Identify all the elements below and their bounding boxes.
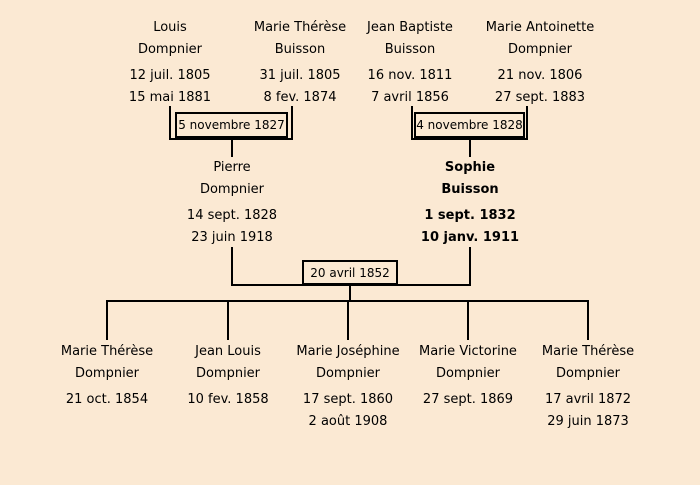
birth-date: 21 nov. 1806 <box>497 68 583 83</box>
person-card-marie-victorine-dompnier[interactable]: Marie Victorine Dompnier 27 sept. 1869 <box>403 341 533 411</box>
connector-line <box>587 302 589 340</box>
marriage-date-box: 4 novembre 1828 <box>414 112 525 138</box>
person-surname: Dompnier <box>195 366 261 381</box>
person-surname: Dompnier <box>507 42 573 57</box>
person-card-jean-baptiste-buisson[interactable]: Jean Baptiste Buisson 16 nov. 1811 7 avr… <box>345 17 475 109</box>
marriage-date: 4 novembre 1828 <box>416 118 523 132</box>
birth-date: 27 sept. 1869 <box>422 392 514 407</box>
person-surname: Buisson <box>274 42 326 57</box>
connector-line <box>106 302 108 340</box>
person-surname: Dompnier <box>199 182 265 197</box>
person-card-marie-therese-buisson[interactable]: Marie Thérèse Buisson 31 juil. 1805 8 fe… <box>235 17 365 109</box>
connector-line <box>169 138 293 140</box>
connector-line <box>291 106 293 140</box>
person-dates: 17 sept. 1860 2 août 1908 <box>283 389 413 433</box>
person-given-name: Louis <box>153 20 187 35</box>
death-date: 8 fev. 1874 <box>263 90 337 105</box>
person-given-name: Marie Joséphine <box>296 344 400 359</box>
person-dates: 12 juil. 1805 15 mai 1881 <box>105 65 235 109</box>
birth-date: 14 sept. 1828 <box>186 208 278 223</box>
birth-date: 12 juil. 1805 <box>129 68 211 83</box>
person-card-marie-antoinette-dompnier[interactable]: Marie Antoinette Dompnier 21 nov. 1806 2… <box>475 17 605 109</box>
birth-date: 1 sept. 1832 <box>424 208 516 223</box>
person-given-name: Marie Antoinette <box>485 20 595 35</box>
person-surname: Dompnier <box>315 366 381 381</box>
birth-date: 17 sept. 1860 <box>302 392 394 407</box>
person-dates: 31 juil. 1805 8 fev. 1874 <box>235 65 365 109</box>
connector-line <box>231 247 233 286</box>
person-card-louis-dompnier[interactable]: Louis Dompnier 12 juil. 1805 15 mai 1881 <box>105 17 235 109</box>
birth-date: 21 oct. 1854 <box>65 392 149 407</box>
marriage-date-box: 20 avril 1852 <box>302 260 398 285</box>
connector-line <box>169 106 171 140</box>
person-surname: Dompnier <box>435 366 501 381</box>
person-dates: 14 sept. 1828 23 juin 1918 <box>167 205 297 249</box>
person-given-name: Marie Thérèse <box>60 344 154 359</box>
death-date: 27 sept. 1883 <box>494 90 586 105</box>
person-given-name: Marie Victorine <box>419 344 517 359</box>
connector-line <box>347 302 349 340</box>
death-date: 29 juin 1873 <box>547 414 629 429</box>
sibling-rail-line <box>106 300 589 302</box>
marriage-date-box: 5 novembre 1827 <box>175 112 288 138</box>
birth-date: 10 fev. 1858 <box>187 392 269 407</box>
person-surname: Buisson <box>384 42 436 57</box>
death-date: 7 avril 1856 <box>371 90 449 105</box>
death-date: 15 mai 1881 <box>128 90 212 105</box>
person-surname: Dompnier <box>74 366 140 381</box>
person-dates: 21 nov. 1806 27 sept. 1883 <box>475 65 605 109</box>
connector-line <box>467 302 469 340</box>
person-card-marie-therese-dompnier-1872[interactable]: Marie Thérèse Dompnier 17 avril 1872 29 … <box>523 341 653 433</box>
death-date: 2 août 1908 <box>308 414 388 429</box>
death-date: 10 janv. 1911 <box>420 230 520 245</box>
person-dates: 21 oct. 1854 <box>42 389 172 411</box>
connector-line <box>411 106 413 140</box>
connector-line <box>231 140 233 157</box>
person-given-name: Marie Thérèse <box>541 344 635 359</box>
person-dates: 27 sept. 1869 <box>403 389 533 411</box>
connector-line <box>469 140 471 157</box>
person-dates: 10 fev. 1858 <box>163 389 293 411</box>
death-date: 23 juin 1918 <box>191 230 273 245</box>
person-given-name: Marie Thérèse <box>253 20 347 35</box>
person-surname: Dompnier <box>555 366 621 381</box>
connector-line <box>411 138 528 140</box>
person-card-marie-josephine-dompnier[interactable]: Marie Joséphine Dompnier 17 sept. 1860 2… <box>283 341 413 433</box>
person-dates: 16 nov. 1811 7 avril 1856 <box>345 65 475 109</box>
birth-date: 16 nov. 1811 <box>367 68 453 83</box>
person-surname: Dompnier <box>137 42 203 57</box>
person-given-name: Sophie <box>444 160 496 175</box>
person-given-name: Jean Louis <box>195 344 261 359</box>
person-card-jean-louis-dompnier[interactable]: Jean Louis Dompnier 10 fev. 1858 <box>163 341 293 411</box>
person-dates: 1 sept. 1832 10 janv. 1911 <box>405 205 535 249</box>
person-card-pierre-dompnier[interactable]: Pierre Dompnier 14 sept. 1828 23 juin 19… <box>167 157 297 249</box>
connector-line <box>231 284 471 286</box>
person-surname: Buisson <box>441 182 499 197</box>
person-card-marie-therese-dompnier-1854[interactable]: Marie Thérèse Dompnier 21 oct. 1854 <box>42 341 172 411</box>
person-given-name: Jean Baptiste <box>367 20 453 35</box>
connector-line <box>227 302 229 340</box>
person-given-name: Pierre <box>213 160 251 175</box>
connector-line <box>349 286 351 302</box>
person-card-sophie-buisson[interactable]: Sophie Buisson 1 sept. 1832 10 janv. 191… <box>405 157 535 249</box>
birth-date: 17 avril 1872 <box>544 392 632 407</box>
marriage-date: 5 novembre 1827 <box>178 118 285 132</box>
connector-line <box>526 106 528 140</box>
birth-date: 31 juil. 1805 <box>259 68 341 83</box>
person-dates: 17 avril 1872 29 juin 1873 <box>523 389 653 433</box>
connector-line <box>469 247 471 286</box>
marriage-date: 20 avril 1852 <box>310 266 390 280</box>
